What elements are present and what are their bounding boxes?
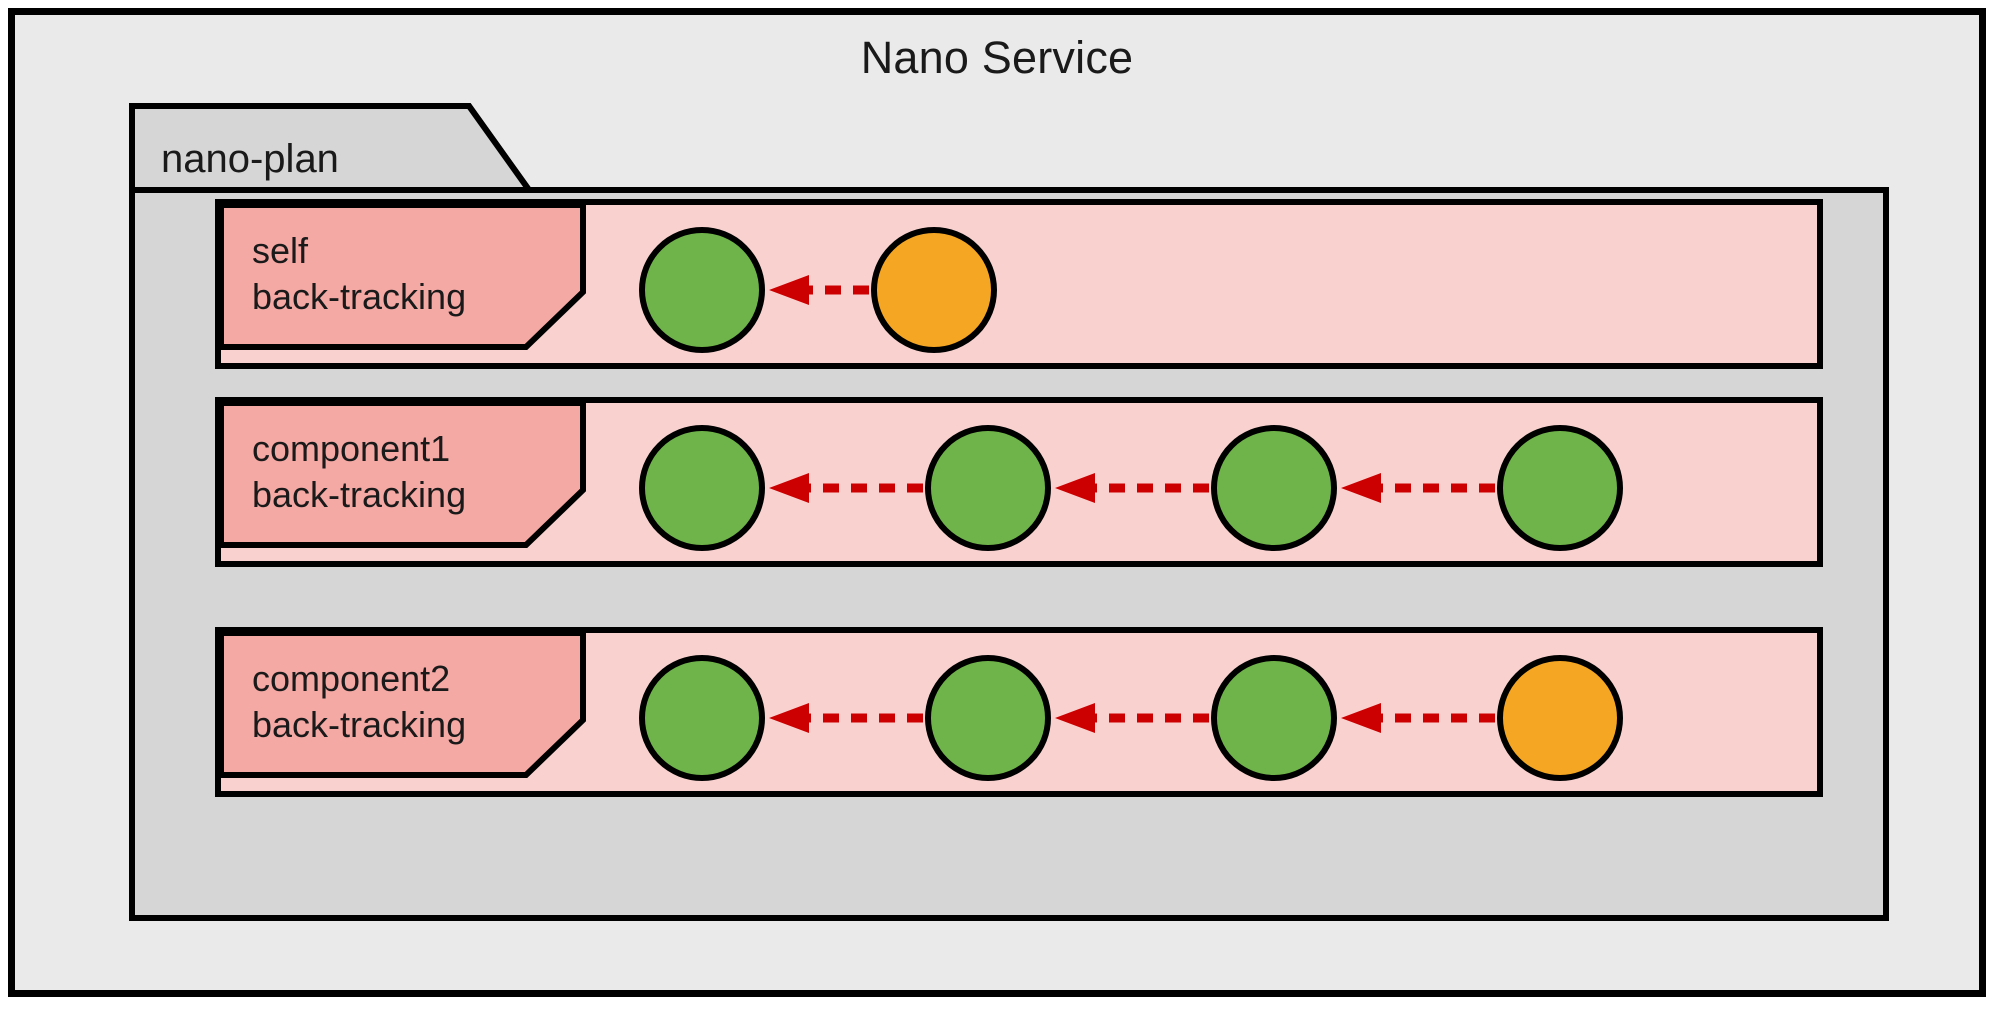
- lane-component2[interactable]: component2 back-tracking: [215, 627, 1823, 797]
- lane-label-self: self back-tracking: [218, 202, 586, 350]
- node-component1-4[interactable]: [1497, 425, 1623, 551]
- lane-label-component2: component2 back-tracking: [218, 630, 586, 778]
- node-component1-3[interactable]: [1211, 425, 1337, 551]
- lane-component1-nodes: [221, 403, 1817, 561]
- lane-self[interactable]: self back-tracking: [215, 199, 1823, 369]
- package-label: nano-plan: [161, 137, 339, 181]
- node-component2-4[interactable]: [1497, 655, 1623, 781]
- lane-self-nodes: [221, 205, 1817, 363]
- lane-label-component1-text: component1 back-tracking: [252, 428, 467, 516]
- nano-service-frame: Nano Service nano-plan self back-trackin…: [8, 8, 1986, 997]
- arrow-component2-2[interactable]: [1051, 703, 1213, 733]
- node-self-2[interactable]: [871, 227, 997, 353]
- node-component1-2[interactable]: [925, 425, 1051, 551]
- lane-label-component1: component1 back-tracking: [218, 400, 586, 548]
- lane-label-component2-text: component2 back-tracking: [252, 658, 467, 746]
- node-component2-3[interactable]: [1211, 655, 1337, 781]
- arrow-component1-3[interactable]: [1337, 473, 1499, 503]
- arrow-component2-3[interactable]: [1337, 703, 1499, 733]
- nano-plan-package: nano-plan self back-tracking: [129, 103, 1889, 921]
- arrow-component1-1[interactable]: [765, 473, 927, 503]
- node-component2-2[interactable]: [925, 655, 1051, 781]
- node-component1-1[interactable]: [639, 425, 765, 551]
- node-self-1[interactable]: [639, 227, 765, 353]
- lane-label-self-text: self back-tracking: [252, 230, 467, 318]
- node-component2-1[interactable]: [639, 655, 765, 781]
- arrow-component2-1[interactable]: [765, 703, 927, 733]
- arrow-self-1[interactable]: [765, 275, 873, 305]
- arrow-component1-2[interactable]: [1051, 473, 1213, 503]
- page-title: Nano Service: [860, 32, 1134, 83]
- lane-component2-nodes: [221, 633, 1817, 791]
- lane-component1[interactable]: component1 back-tracking: [215, 397, 1823, 567]
